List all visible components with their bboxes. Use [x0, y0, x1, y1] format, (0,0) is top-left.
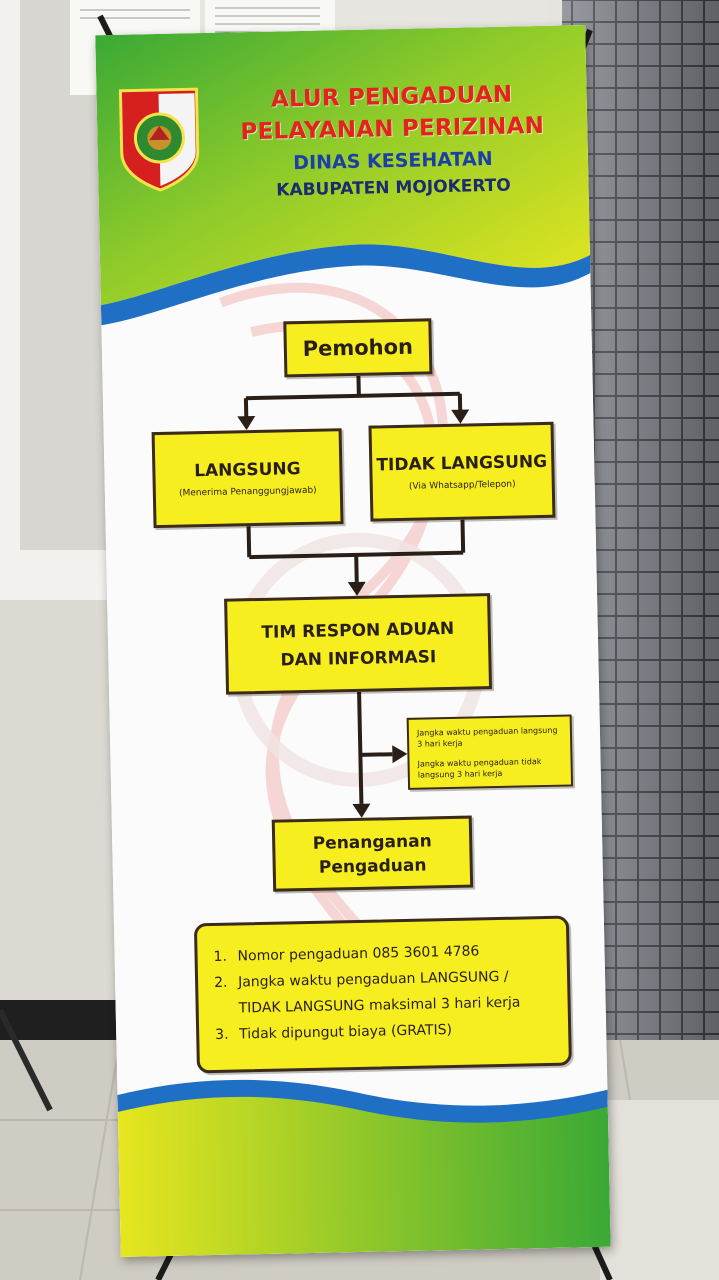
- arrow-right-icon: [392, 745, 408, 764]
- info-notes-box: 1. Nomor pengaduan 085 3601 4786 2. Jang…: [193, 915, 572, 1074]
- direct-subtitle: (Menerima Penanggungjawab): [178, 485, 317, 499]
- indirect-subtitle: (Via Whatsapp/Telepon): [408, 479, 516, 492]
- response-team-line-1: TIM RESPON ADUAN: [261, 618, 455, 643]
- time-limit-note-box: Jangka waktu pengaduan langsung 3 hari k…: [406, 714, 574, 790]
- regency-emblem-icon: [118, 87, 200, 192]
- arrow-down-icon: [352, 803, 371, 818]
- indirect-title: TIDAK LANGSUNG: [376, 451, 548, 476]
- arrow-down-icon: [237, 415, 256, 431]
- direct-title: LANGSUNG: [193, 459, 301, 482]
- time-limit-indirect: Jangka waktu pengaduan tidak langsung 3 …: [417, 757, 542, 780]
- arrow-down-icon: [347, 581, 366, 596]
- complaint-handling-box: Penanganan Pengaduan: [271, 815, 474, 892]
- indirect-complaint-box: TIDAK LANGSUNG (Via Whatsapp/Telepon): [368, 421, 556, 522]
- flow-connectors: [237, 375, 470, 818]
- response-team-box: TIM RESPON ADUAN DAN INFORMASI: [224, 593, 493, 695]
- complaint-flow-banner: ALUR PENGADUAN PELAYANAN PERIZINAN DINAS…: [95, 25, 611, 1257]
- applicant-box: Pemohon: [283, 318, 433, 378]
- time-limit-direct: Jangka waktu pengaduan langsung 3 hari k…: [416, 725, 558, 749]
- response-team-line-2: DAN INFORMASI: [280, 647, 437, 671]
- arrow-down-icon: [451, 409, 470, 424]
- direct-complaint-box: LANGSUNG (Menerima Penanggungjawab): [151, 428, 344, 529]
- handling-line-2: Pengaduan: [318, 855, 427, 878]
- info-item: 2. Jangka waktu pengaduan LANGSUNG / TID…: [213, 968, 521, 1017]
